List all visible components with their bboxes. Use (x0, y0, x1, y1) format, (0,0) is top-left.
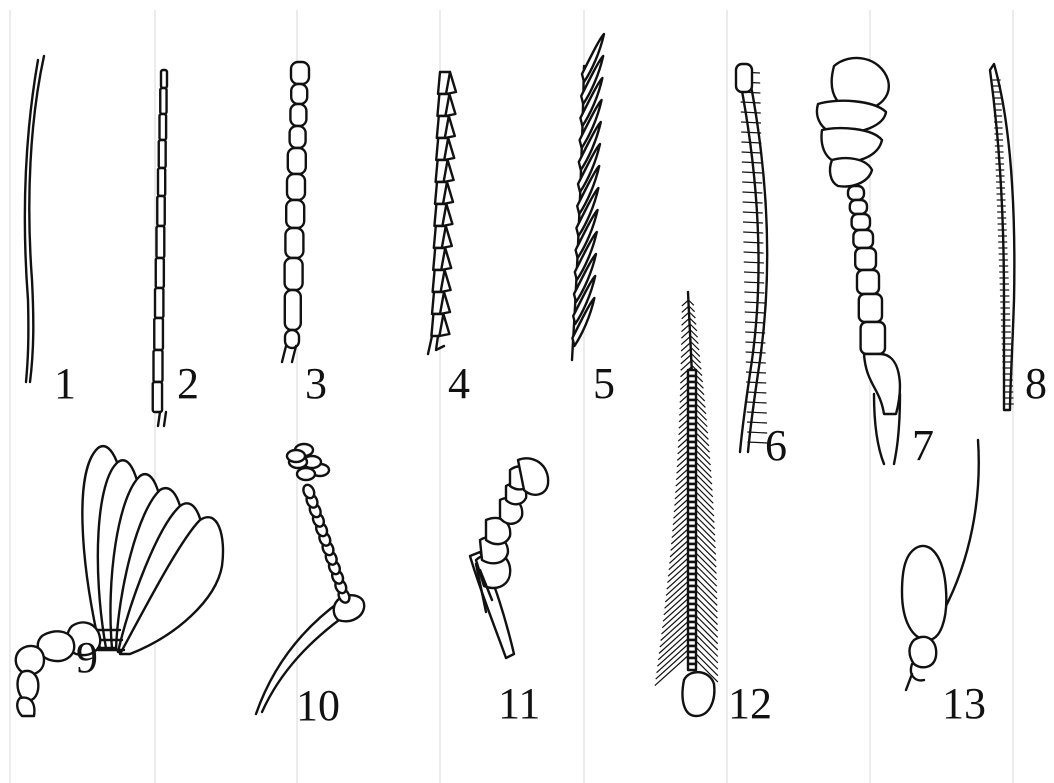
antenna-7-capitate (817, 58, 900, 464)
label-5: 5 (593, 359, 615, 408)
label-12: 12 (728, 679, 772, 728)
antenna-11-irregular (470, 458, 548, 658)
antenna-9-lamellate (16, 446, 223, 716)
label-9: 9 (76, 633, 98, 682)
antenna-8-annulate (990, 64, 1014, 410)
label-4: 4 (448, 359, 470, 408)
label-7: 7 (912, 421, 934, 470)
antenna-1-setaceous (25, 56, 44, 382)
antenna-4-serrate (428, 72, 456, 354)
label-6: 6 (765, 421, 787, 470)
antenna-3-moniliform (282, 62, 309, 362)
antenna-10-clubbed-elbowed (256, 444, 364, 714)
label-10: 10 (296, 681, 340, 730)
label-3: 3 (305, 359, 327, 408)
label-13: 13 (942, 679, 986, 728)
antenna-6-clavate (736, 64, 767, 452)
label-2: 2 (177, 359, 199, 408)
antenna-13-aristate (902, 440, 979, 690)
label-11: 11 (498, 679, 540, 728)
label-1: 1 (54, 359, 76, 408)
antenna-12-plumose (655, 292, 718, 716)
antenna-5-pectinate (572, 34, 604, 360)
label-8: 8 (1025, 359, 1047, 408)
